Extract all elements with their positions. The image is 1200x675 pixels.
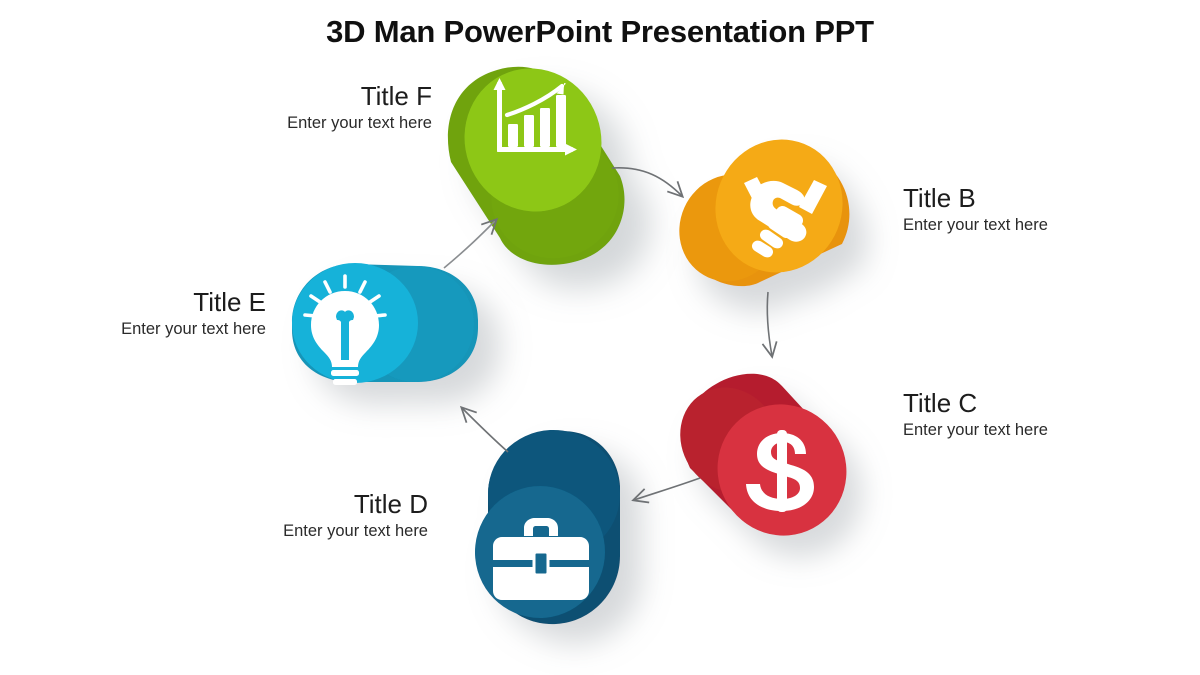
node-b-label: Title B Enter your text here	[903, 183, 1183, 238]
arrow-e-to-f	[443, 217, 499, 269]
lightbulb-idea-icon	[303, 274, 387, 385]
node-d-label: Title D Enter your text here	[170, 489, 428, 544]
dollar-sign-icon	[746, 430, 814, 512]
node-d-title: Title D	[353, 489, 428, 519]
node-b-subtitle: Enter your text here	[903, 216, 1048, 235]
briefcase-icon	[493, 518, 589, 600]
node-d-subtitle: Enter your text here	[283, 522, 428, 541]
page-title: 3D Man PowerPoint Presentation PPT	[326, 14, 874, 49]
node-f-label: Title F Enter your text here	[176, 81, 432, 136]
node-f-shape[interactable]	[444, 49, 637, 277]
arrow-c-to-d	[631, 477, 701, 504]
arrow-f-to-b	[611, 167, 685, 199]
bar-chart-growth-icon	[493, 78, 577, 156]
node-e-label: Title E Enter your text here	[8, 287, 266, 342]
node-c-label: Title C Enter your text here	[903, 388, 1183, 443]
node-e-title: Title E	[193, 287, 266, 317]
node-b-top-face	[715, 139, 843, 273]
node-e-subtitle: Enter your text here	[121, 320, 266, 339]
node-f-title: Title F	[360, 81, 432, 111]
handshake-icon	[744, 177, 827, 258]
node-b-title: Title B	[903, 183, 976, 213]
arrow-b-to-c	[761, 291, 778, 359]
arrow-d-to-e	[459, 405, 509, 453]
node-c-subtitle: Enter your text here	[903, 421, 1048, 440]
node-c-title: Title C	[903, 388, 978, 418]
node-f-subtitle: Enter your text here	[287, 114, 432, 133]
